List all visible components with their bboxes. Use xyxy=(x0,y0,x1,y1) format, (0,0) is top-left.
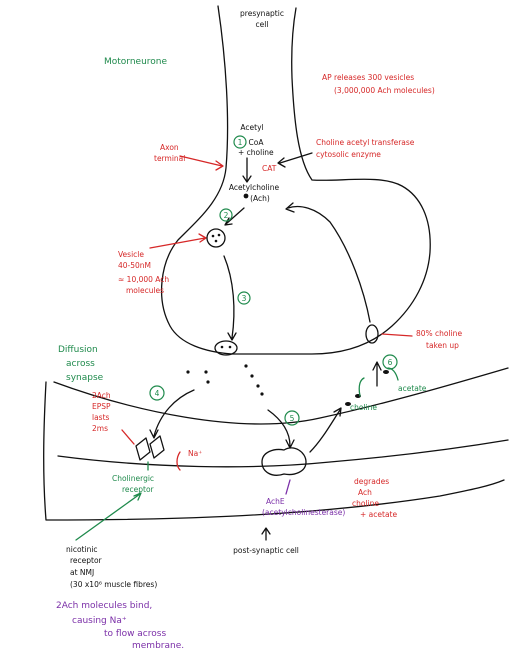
step-6: 6 xyxy=(382,354,398,370)
svg-text:3: 3 xyxy=(242,294,247,303)
cholinergic-label-2: receptor xyxy=(122,485,155,494)
cat-def-label: Choline acetyl transferase xyxy=(316,138,415,147)
acetyl-coa-label-2: CoA xyxy=(249,138,265,147)
step-3: 3 xyxy=(237,291,251,305)
vesicle-label: Vesicle xyxy=(118,250,144,259)
degrades-label-2: Ach xyxy=(358,488,372,497)
arrow-choline-up xyxy=(372,361,382,387)
vesicle-recycled xyxy=(365,324,379,344)
svg-text:6: 6 xyxy=(388,358,393,367)
choline-plus-label: + choline xyxy=(238,148,274,157)
diffusion-label-3: synapse xyxy=(66,373,104,383)
degrades-label-3: choline xyxy=(352,499,379,508)
diffusion-label: Diffusion xyxy=(58,345,98,355)
purple-note-3: to flow across xyxy=(104,629,166,639)
nicotinic-label: nicotinic xyxy=(66,545,98,554)
degrades-label: degrades xyxy=(354,477,389,486)
cat-label: CAT xyxy=(262,164,277,173)
acetate-label: acetate xyxy=(398,384,427,393)
svg-text:1: 1 xyxy=(238,138,243,147)
step-1: 1 xyxy=(233,135,247,149)
motorneurone-label: Motorneurone xyxy=(104,57,168,67)
ache-label-2: (acetylcholinesterase) xyxy=(262,508,345,517)
step-5: 5 xyxy=(284,410,300,426)
postsynaptic-membrane-inner xyxy=(57,439,509,468)
epsp-label-3: lasts xyxy=(92,413,110,422)
vesicle-label-4: molecules xyxy=(126,286,164,295)
ache-enzyme xyxy=(261,447,307,476)
choline-label: choline xyxy=(350,403,377,412)
arrow-recycle-up xyxy=(285,202,371,323)
ach-label: Acetylcholine xyxy=(229,183,280,192)
acetyl-coa-label: Acetyl xyxy=(240,123,263,132)
degrades-label-4: + acetate xyxy=(360,510,397,519)
vesicle-in-cytoplasm xyxy=(206,228,226,248)
cat-def-label-2: cytosolic enzyme xyxy=(316,150,381,159)
arrow-nicotinic-label xyxy=(75,492,142,541)
ap-label-2: (3,000,000 Ach molecules) xyxy=(334,86,435,95)
vesicle-fusing xyxy=(214,340,238,356)
arrow-to-receptor xyxy=(149,389,195,439)
presynaptic-label-2: cell xyxy=(256,20,269,29)
ap-label: AP releases 300 vesicles xyxy=(322,73,414,82)
vesicle-label-3: ≈ 10,000 Ach xyxy=(118,275,169,284)
ach-molecule-dot xyxy=(243,193,249,199)
arrow-vesicle-down xyxy=(223,255,237,341)
choline-taken-label-2: taken up xyxy=(426,341,459,350)
step-2: 2 xyxy=(219,208,233,222)
arrow-cat-label xyxy=(277,152,313,168)
arrow-choline-label xyxy=(358,377,365,397)
na-ion-label: Na⁺ xyxy=(188,449,202,458)
arrow-ache-out xyxy=(309,407,342,453)
arrow-choline-taken-label xyxy=(381,333,413,337)
nicotinic-label-4: (30 x10⁶ muscle fibres) xyxy=(70,580,157,589)
presynaptic-label: presynaptic xyxy=(240,9,284,18)
svg-text:4: 4 xyxy=(155,389,160,398)
purple-note-4: membrane. xyxy=(132,641,184,651)
nicotinic-label-2: receptor xyxy=(70,556,103,565)
axon-terminal-label: Axon xyxy=(160,143,179,152)
na-influx-arrow xyxy=(176,451,181,471)
arrow-vesicle-label xyxy=(149,233,207,249)
choline-taken-label: 80% choline xyxy=(416,329,462,338)
arrow-ache-label xyxy=(285,479,291,495)
purple-note: 2Ach molecules bind, xyxy=(56,601,152,611)
vesicle-label-2: 40-50nM xyxy=(118,261,151,270)
postsynaptic-label: post-synaptic cell xyxy=(233,546,299,555)
nicotinic-label-3: at NMJ xyxy=(70,568,94,577)
axon-terminal-label-2: terminal xyxy=(154,154,185,163)
ache-label: AchE xyxy=(266,497,285,506)
diffusion-label-2: across xyxy=(66,359,95,369)
epsp-label-4: 2ms xyxy=(92,424,108,433)
epsp-label-2: EPSP xyxy=(92,402,111,411)
arrow-acetate-label xyxy=(387,367,399,381)
svg-text:2: 2 xyxy=(224,211,229,220)
ach-molecules-cleft xyxy=(186,364,389,406)
arrow-acoa-to-ach xyxy=(242,157,252,183)
epsp-label: 2Ach xyxy=(92,391,111,400)
purple-note-2: causing Na⁺ xyxy=(72,616,127,626)
arrow-axon-label xyxy=(179,155,224,171)
cholinergic-receptor xyxy=(135,435,165,461)
arrow-postsynaptic-label xyxy=(261,527,271,541)
arrow-epsp-label xyxy=(121,429,135,445)
step-4: 4 xyxy=(149,385,165,401)
cholinergic-label: Cholinergic xyxy=(112,474,154,483)
ach-label-2: (Ach) xyxy=(250,194,270,203)
postsynaptic-membrane xyxy=(43,367,509,521)
svg-text:5: 5 xyxy=(290,414,295,423)
presynaptic-membrane xyxy=(160,5,431,355)
